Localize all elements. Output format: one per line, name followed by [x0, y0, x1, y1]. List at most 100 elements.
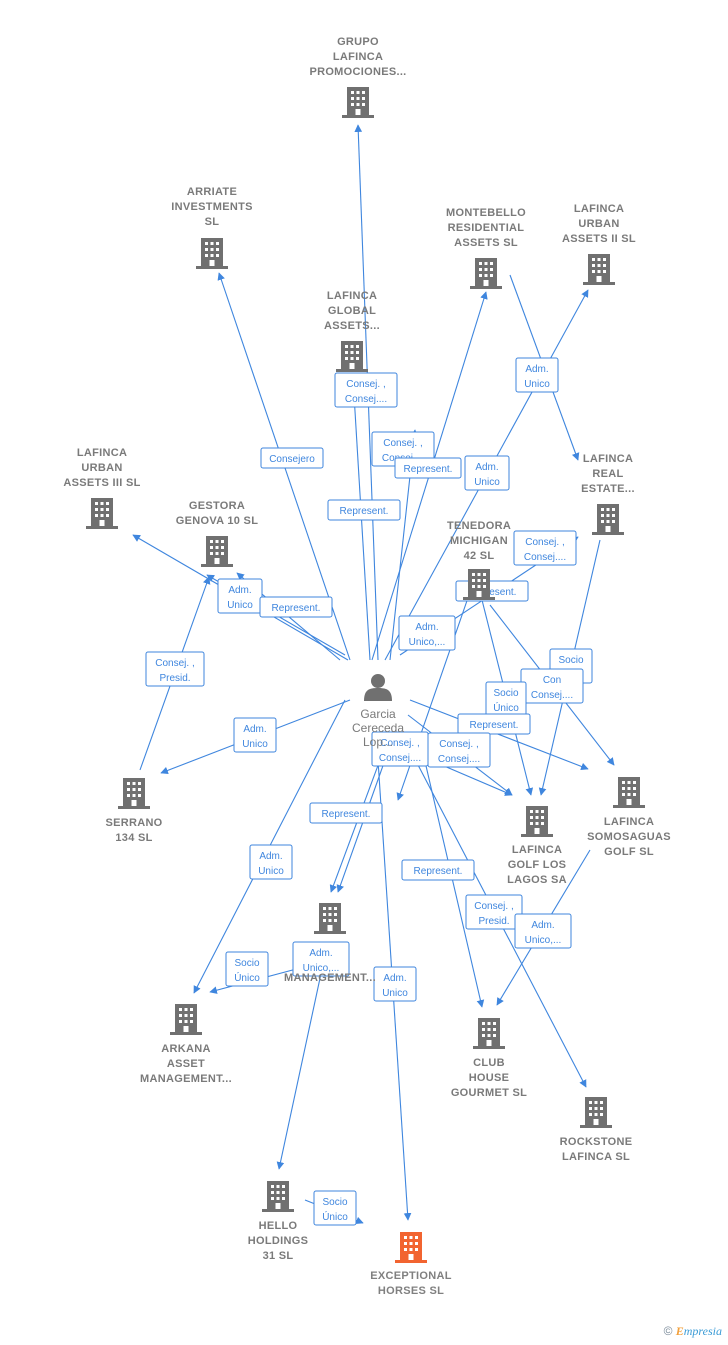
company-label-line: LAFINCA — [333, 51, 383, 63]
relation-label-r-adm-arkana[interactable]: Adm.Unico — [249, 844, 293, 880]
relation-text: Adm. — [383, 973, 406, 984]
company-label-line: GESTORA — [189, 500, 245, 512]
building-icon — [395, 1232, 427, 1263]
relation-text: Unico — [227, 600, 253, 611]
relation-label-r-serrano-presid[interactable]: Consej. ,Presid. — [145, 651, 205, 687]
company-node-arkana[interactable]: ARKANAASSETMANAGEMENT... — [140, 1004, 232, 1085]
relation-label-r-montebello[interactable]: Adm.Unico — [464, 455, 510, 491]
relation-label-r-consej-b[interactable]: Consej. ,Consej.... — [427, 732, 491, 768]
relation-box — [145, 651, 205, 687]
company-node-global[interactable]: LAFINCA GLOBAL ASSETS... — [324, 290, 380, 372]
copyright-symbol: © — [663, 1324, 673, 1338]
building-icon — [314, 903, 346, 934]
relation-text: Socio — [493, 688, 518, 699]
relation-text: Unico — [524, 379, 550, 390]
relation-box — [309, 802, 383, 824]
relation-box — [292, 941, 350, 977]
company-label-line: ASSETS... — [324, 320, 380, 332]
company-label-line: 134 SL — [115, 832, 152, 844]
company-node-realestate[interactable]: LAFINCAREALESTATE... — [581, 453, 635, 535]
relation-text: Represent. — [470, 720, 519, 731]
relation-label-r-adm-unico-dots[interactable]: Adm.Unico,... — [398, 615, 456, 651]
company-label-line: 31 SL — [263, 1250, 294, 1262]
building-icon — [580, 1097, 612, 1128]
company-label-line: INVESTMENTS — [171, 201, 253, 213]
company-node-grupo[interactable]: GRUPOLAFINCAPROMOCIONES... — [309, 36, 406, 118]
relation-label-r-serrano-adm[interactable]: Adm. Unico — [233, 717, 277, 753]
building-icon — [583, 254, 615, 285]
relation-text: Adm. — [531, 920, 554, 931]
relation-label-r-gestora-rep[interactable]: Represent. — [259, 596, 333, 618]
relation-label-r-represent-golf[interactable]: Represent. — [457, 713, 531, 735]
relation-label-r-adm-exceptional[interactable]: Adm.Unico — [373, 966, 417, 1002]
relation-text: Consej. , — [155, 658, 194, 669]
company-label-line: LAFINCA — [327, 290, 377, 302]
company-node-management[interactable]: MANAGEMENT... — [284, 903, 376, 984]
relation-label-r-grupo[interactable]: Consej. ,Consej.... — [334, 372, 398, 408]
relation-box — [465, 894, 523, 930]
relation-text: Adm. — [309, 948, 332, 959]
relation-box — [327, 499, 401, 521]
relation-box — [398, 615, 456, 651]
building-icon — [470, 258, 502, 289]
relation-label-r-consej-somos[interactable]: ConConsej.... — [520, 668, 584, 704]
relation-label-r-represent-club[interactable]: Represent. — [401, 859, 475, 881]
relation-box — [513, 530, 577, 566]
relation-label-r-urban2[interactable]: Adm. Unico — [515, 357, 559, 393]
building-icon — [201, 536, 233, 567]
relation-label-r-arriate[interactable]: Consejero — [260, 447, 324, 469]
company-label-line: RESIDENTIAL — [448, 222, 525, 234]
company-label-line: LAFINCA SL — [562, 1151, 630, 1163]
company-label-line: ASSET — [167, 1058, 205, 1070]
company-label-line: GLOBAL — [328, 305, 376, 317]
relation-box — [394, 457, 462, 479]
person-node[interactable]: Garcia Cereceda Lop... — [352, 674, 404, 749]
relation-box — [260, 447, 324, 469]
relation-label-r-represent-mid[interactable]: Represent. — [394, 457, 462, 479]
relation-label-r-adm-unico-club[interactable]: Adm.Unico,... — [514, 913, 572, 949]
relation-label-r-represent-mgmt[interactable]: Represent. — [309, 802, 383, 824]
relation-text: Adm. — [243, 724, 266, 735]
relation-text: Consej. , — [383, 438, 422, 449]
relation-box — [259, 596, 333, 618]
company-label-line: LAGOS SA — [507, 874, 567, 886]
relation-box — [515, 357, 559, 393]
relation-text: Unico — [242, 739, 268, 750]
relation-label-r-consej-presid-club[interactable]: Consej. ,Presid. — [465, 894, 523, 930]
relation-text: Represent. — [322, 809, 371, 820]
company-label-line: LAFINCA — [604, 816, 654, 828]
company-label-line: MICHIGAN — [450, 535, 508, 547]
building-icon — [592, 504, 624, 535]
relation-label-r-consej-a[interactable]: Consej. ,Consej.... — [371, 731, 429, 767]
company-label-line: SOMOSAGUAS — [587, 831, 671, 843]
company-label-line: REAL — [592, 468, 623, 480]
company-label-line: MANAGEMENT... — [284, 972, 376, 984]
relation-text: Adm. — [415, 622, 438, 633]
relation-label-r-represent-left[interactable]: Represent. — [327, 499, 401, 521]
relation-text: Adm. — [475, 462, 498, 473]
relation-label-r-gestora-adm[interactable]: Adm.Unico — [217, 578, 263, 614]
edge-line — [329, 759, 381, 893]
footer-brand: © Empresia — [664, 1324, 722, 1339]
relation-label-r-tenedora-consej[interactable]: Consej. ,Consej.... — [513, 530, 577, 566]
relation-label-r-adm-mgmt[interactable]: Adm.Unico,... — [292, 941, 350, 977]
company-label-line: MONTEBELLO — [446, 207, 526, 219]
relation-text: Adm. — [525, 364, 548, 375]
